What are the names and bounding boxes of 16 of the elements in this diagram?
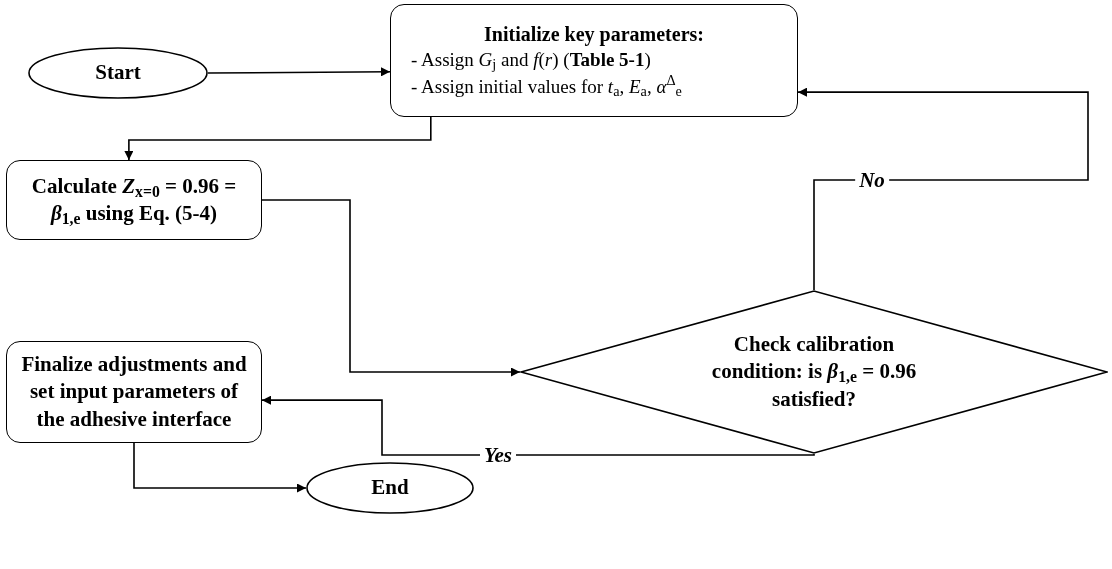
arrow xyxy=(133,442,307,493)
process-box xyxy=(6,160,262,240)
arrow xyxy=(261,199,521,377)
arrow xyxy=(261,395,815,456)
box-text: Calculate Z$_{x=0}$ = 0.96 = β$_{1,e}$ using Eq. (5-4) xyxy=(30,172,238,228)
arrow xyxy=(797,87,1089,291)
process-box xyxy=(6,341,262,443)
box-heading: Initialize key parameters: xyxy=(483,21,705,47)
decision-text: Check calibration condition: is β$_{1,e}$ = 0.96 satisfied? xyxy=(710,331,918,413)
process-box xyxy=(390,4,798,117)
terminal-label: Start xyxy=(95,59,141,87)
list-item: - Assign G$_{j}$ and f(r) (Table 5-1) xyxy=(410,47,652,74)
arrow xyxy=(124,116,432,161)
terminal-label: End xyxy=(371,474,409,502)
arrow xyxy=(207,67,391,77)
box-text: Finalize adjustments and set input parameters of the adhesive interface xyxy=(20,351,248,433)
